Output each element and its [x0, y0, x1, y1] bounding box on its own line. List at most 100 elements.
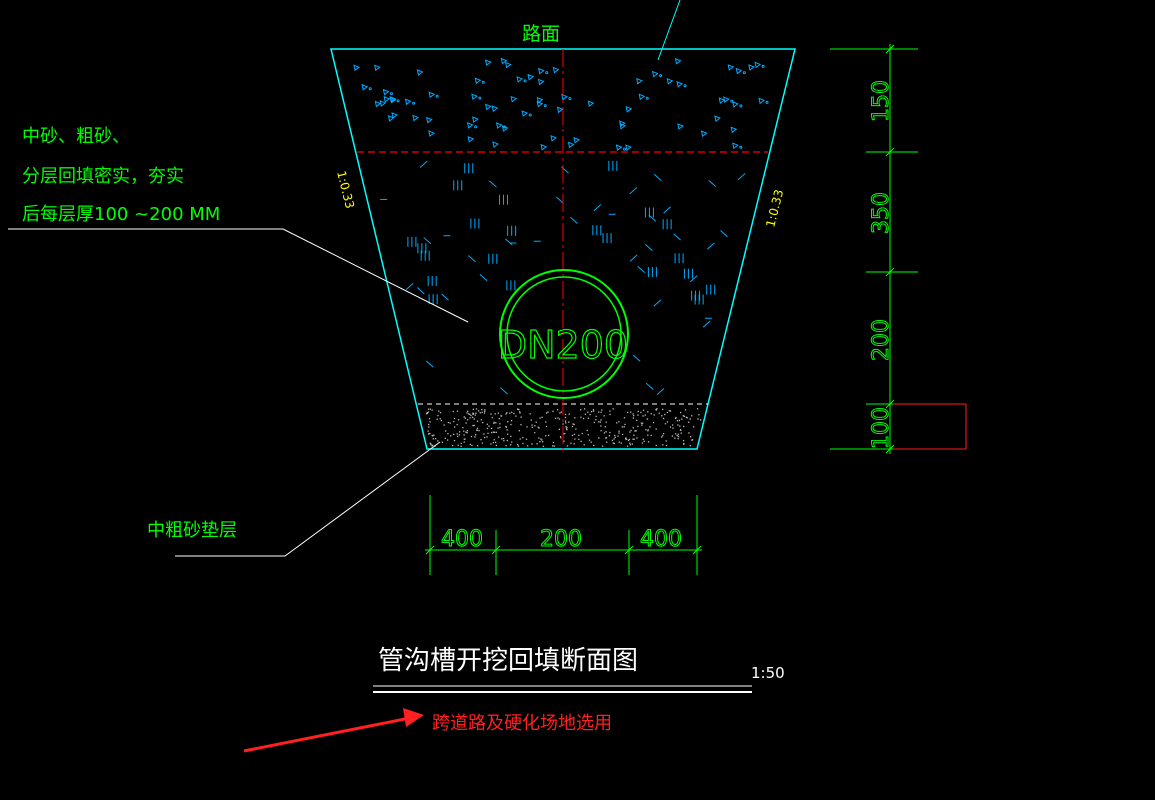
backfill-mark [737, 173, 746, 181]
sand-dot [560, 437, 562, 439]
sand-dot [499, 426, 501, 429]
sand-dot [699, 419, 702, 421]
backfill-mark [702, 320, 711, 328]
sand-dot [486, 436, 488, 438]
sand-dot [660, 436, 663, 438]
sand-dot [582, 417, 585, 420]
sand-dot [428, 426, 430, 428]
backfill-mark [416, 287, 425, 295]
aggregate-dot [474, 125, 478, 129]
sand-dot [676, 420, 679, 422]
sand-dot [458, 419, 460, 421]
aggregate-mark [491, 105, 499, 113]
sand-dot [647, 434, 649, 436]
sand-dot [500, 415, 502, 417]
sand-dot [526, 445, 529, 447]
sand-dot [679, 429, 682, 431]
aggregate-dot [390, 99, 394, 103]
sand-dot [495, 431, 497, 433]
sand-dot [437, 440, 439, 442]
sand-dot [439, 418, 441, 420]
sand-dot [449, 422, 451, 424]
sand-dot [486, 427, 489, 430]
sand-dot [600, 430, 602, 432]
sand-dot [506, 412, 508, 414]
sand-dot [538, 437, 540, 439]
aggregate-mark [550, 134, 558, 142]
aggregate-mark [625, 144, 632, 152]
sand-dot [466, 412, 468, 414]
sand-dot [432, 435, 434, 437]
sand-dot [472, 413, 474, 415]
aggregate-dot [622, 147, 626, 151]
bedding-leader-line [175, 441, 441, 557]
sand-dot [559, 435, 562, 438]
aggregate-mark [540, 143, 548, 151]
aggregate-mark [536, 96, 544, 104]
aggregate-mark [677, 123, 684, 130]
bottom-dim-3: 400 [640, 527, 682, 552]
aggregate-mark [727, 64, 735, 71]
sand-dot [518, 430, 520, 432]
sand-dot [589, 413, 591, 416]
sand-dot [613, 442, 615, 445]
sand-dot [658, 412, 660, 414]
sand-dot [476, 445, 479, 447]
aggregate-dot [389, 92, 393, 96]
sand-dot [583, 444, 585, 446]
sand-dot [632, 417, 634, 419]
backfill-mark [425, 360, 434, 368]
sand-dot [662, 408, 664, 411]
sand-dot [650, 413, 652, 415]
sand-dot [566, 445, 569, 447]
sand-dot [671, 435, 674, 437]
aggregate-dot [742, 71, 746, 75]
aggregate-mark [754, 61, 762, 69]
sand-dot [598, 437, 600, 439]
sand-dot [564, 416, 566, 419]
sand-dot [545, 435, 547, 437]
sand-dot [621, 433, 624, 436]
sand-dot [484, 410, 486, 413]
drawing-title: 管沟槽开挖回填断面图 [378, 646, 638, 676]
sand-dot [623, 417, 626, 419]
sand-dot [683, 415, 685, 417]
sand-dot [592, 410, 595, 412]
sand-dot [506, 429, 508, 431]
backfill-mark [707, 242, 715, 250]
sand-dot [547, 434, 550, 437]
sand-dot [669, 410, 672, 412]
right-dim-3: 200 [869, 319, 894, 361]
sand-dot [464, 417, 467, 419]
aggregate-dot [683, 84, 687, 88]
sand-dot [432, 444, 434, 446]
bottom-dim-2: 200 [540, 527, 582, 552]
sand-dot [565, 428, 568, 430]
sand-dot [655, 428, 657, 430]
sand-dot [426, 412, 428, 415]
aggregate-mark [428, 130, 435, 137]
aggregate-mark [676, 80, 684, 88]
sand-dot [605, 421, 607, 423]
sand-dot [614, 434, 616, 437]
sand-dot [484, 409, 486, 411]
sand-dot [541, 416, 543, 418]
sand-dot [498, 417, 501, 420]
sand-dot [603, 415, 605, 417]
sand-dot [501, 438, 503, 440]
sand-dot [675, 433, 677, 435]
sand-dot [614, 436, 616, 438]
aggregate-mark [527, 73, 535, 81]
sand-dot [433, 434, 435, 436]
backfill-mark [637, 265, 646, 274]
sand-dot [535, 421, 537, 423]
sand-dot [541, 439, 543, 441]
sand-dot [683, 425, 685, 428]
aggregate-mark [516, 76, 524, 83]
sand-dot [438, 410, 440, 412]
sand-dot [536, 443, 538, 445]
aggregate-mark [416, 69, 424, 76]
aggregate-mark [471, 93, 478, 101]
sand-dot [637, 414, 639, 416]
sand-dot [427, 411, 430, 413]
